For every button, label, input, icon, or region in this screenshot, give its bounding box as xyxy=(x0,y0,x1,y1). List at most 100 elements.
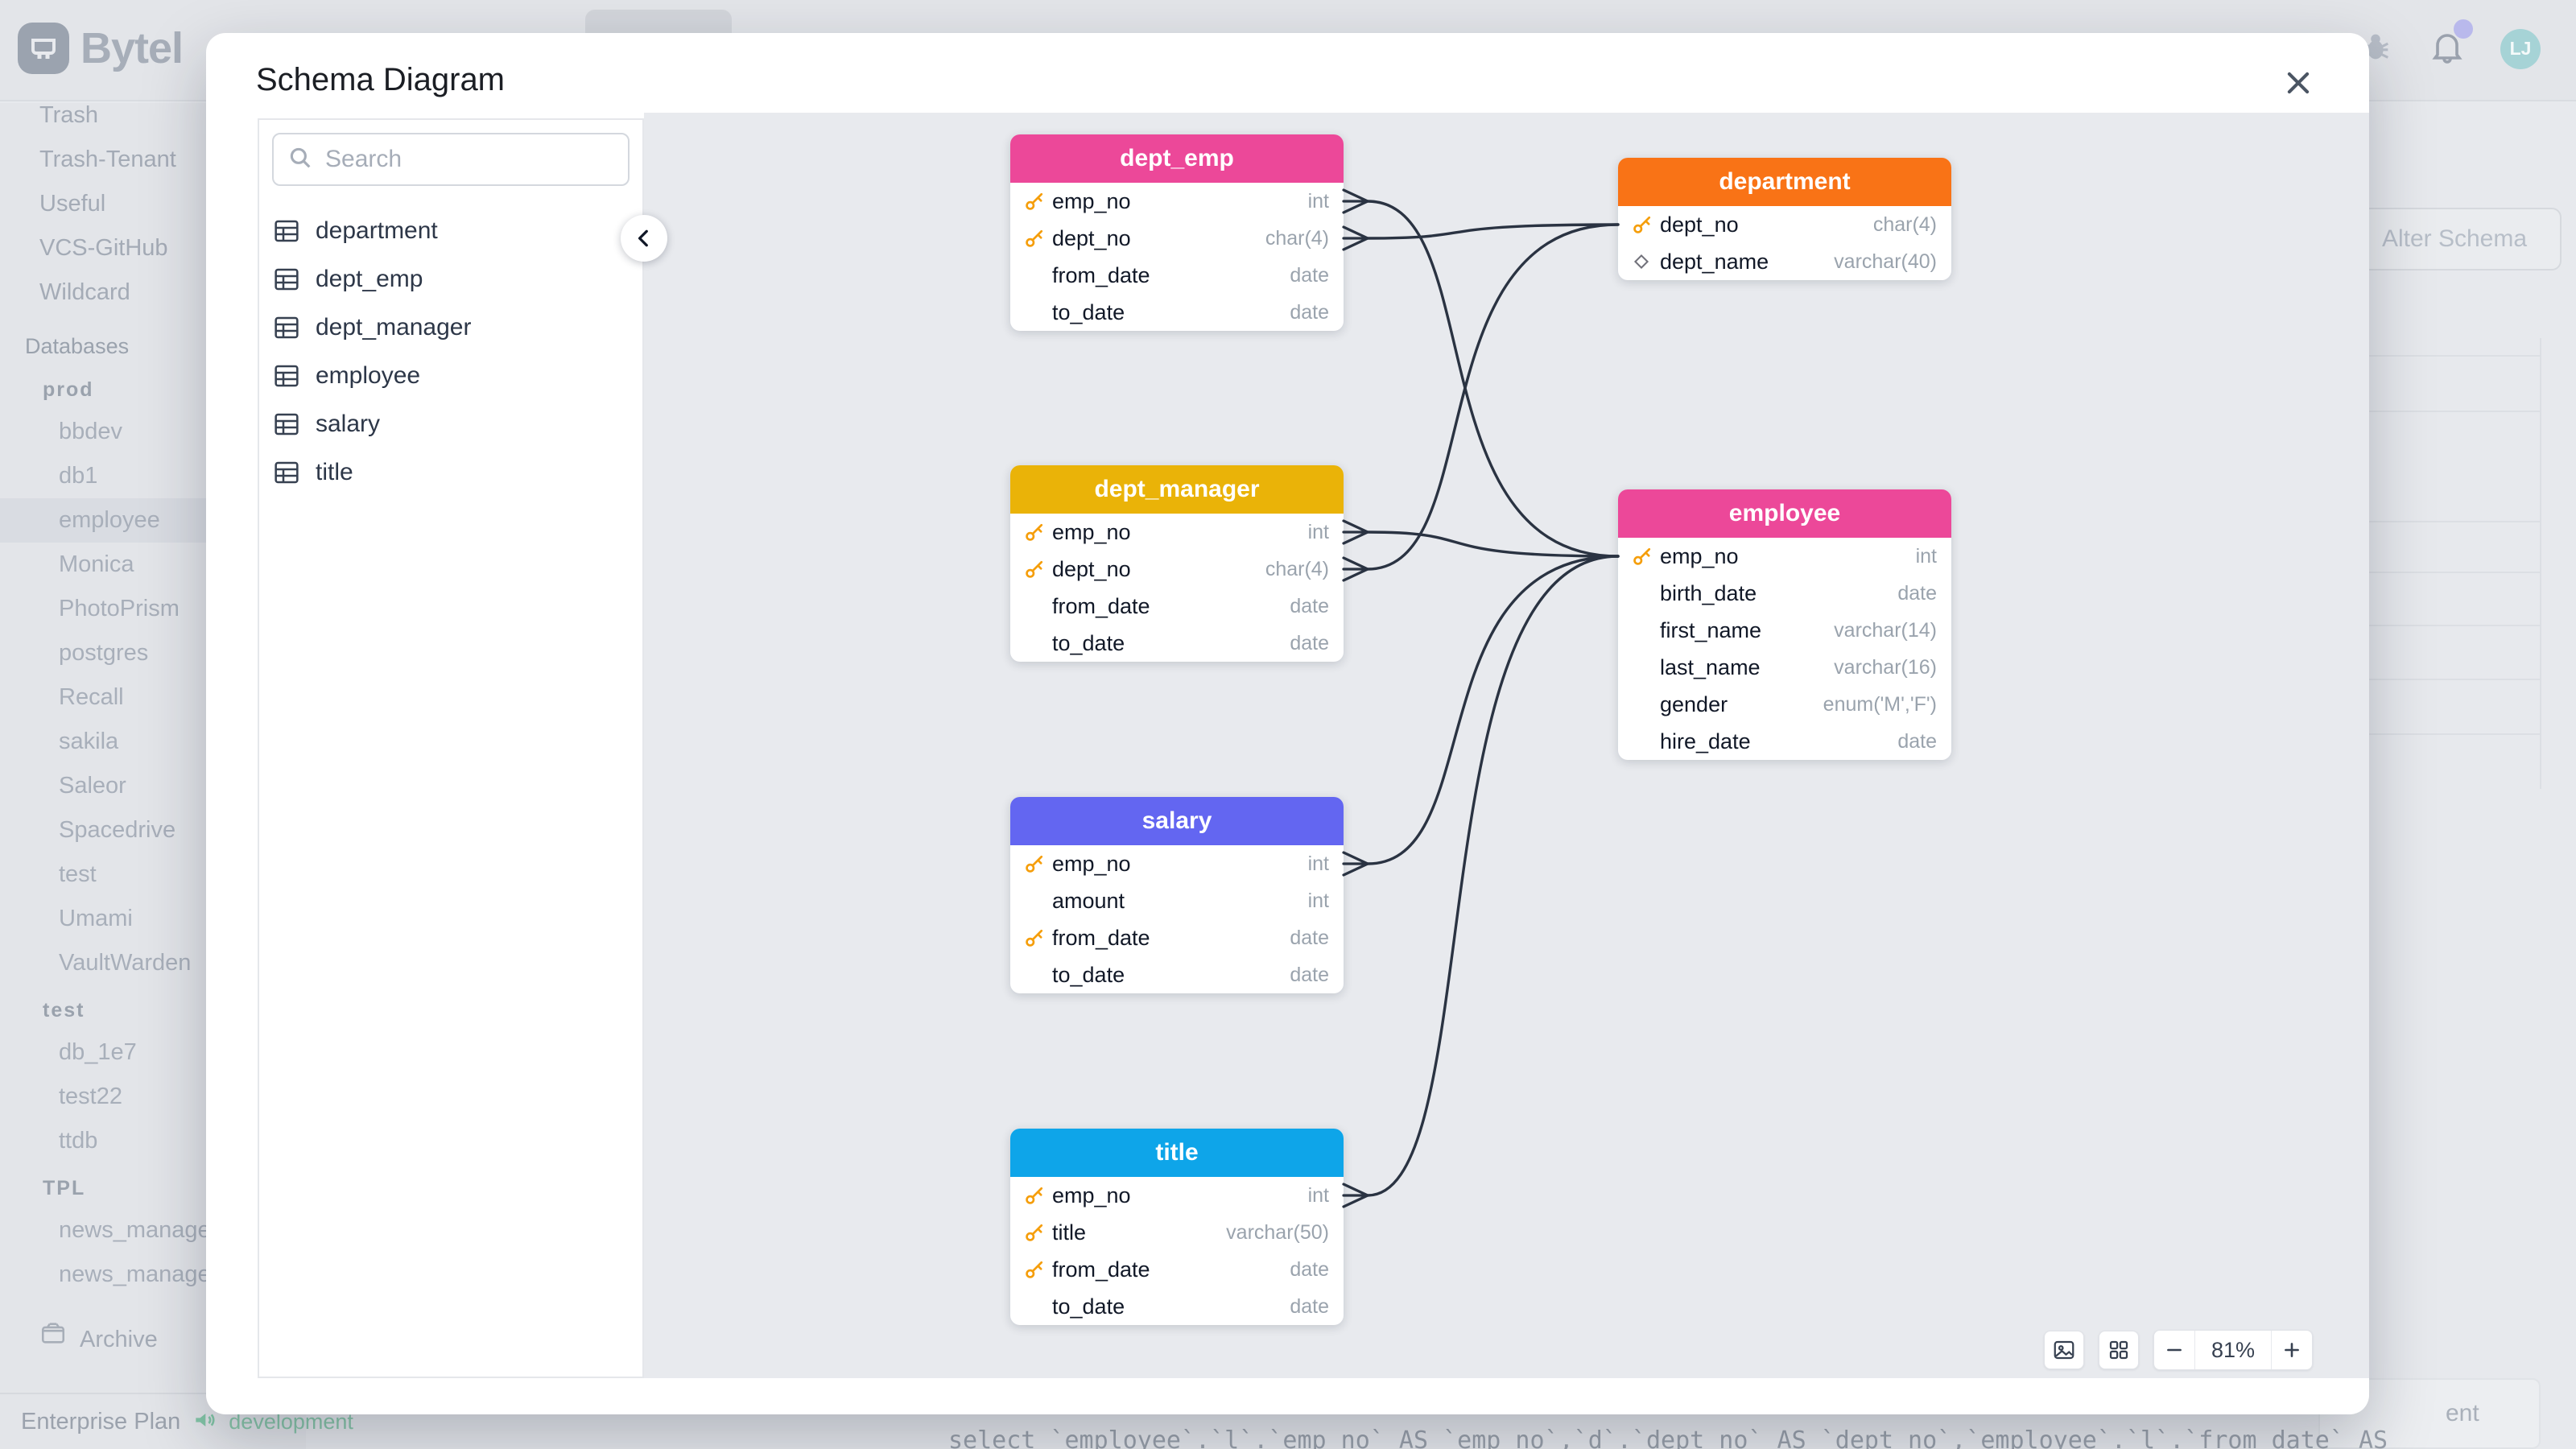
table-icon xyxy=(274,364,303,388)
zoom-in-button[interactable] xyxy=(2272,1331,2312,1369)
primary-key-icon xyxy=(1023,1258,1052,1281)
sidebar-item-vcs-github[interactable]: VCS-GitHub xyxy=(39,235,168,261)
column-name: last_name xyxy=(1660,654,1761,679)
column-name: title xyxy=(1052,1220,1087,1245)
column-type: date xyxy=(1897,581,1937,605)
search-icon xyxy=(287,144,314,175)
notifications-bell-icon[interactable] xyxy=(2428,19,2473,70)
column-name: from_date xyxy=(1052,1257,1150,1282)
column-name: to_date xyxy=(1052,1294,1125,1319)
sidebar-database-ttdb[interactable]: ttdb xyxy=(59,1128,98,1154)
sidebar-database-umami[interactable]: Umami xyxy=(59,906,133,931)
sidebar-database-db_1e7[interactable]: db_1e7 xyxy=(59,1039,137,1065)
sidebar-database-photoprism[interactable]: PhotoPrism xyxy=(59,596,180,621)
column-type: char(4) xyxy=(1872,213,1937,236)
entity-header: employee xyxy=(1618,489,1951,538)
table-list-item-title[interactable]: title xyxy=(259,448,642,497)
column-row-employee-hire_date: hire_date date xyxy=(1618,723,1951,760)
close-icon[interactable] xyxy=(2281,65,2316,101)
zoom-level-label: 81% xyxy=(2194,1331,2272,1369)
column-type: varchar(40) xyxy=(1834,250,1937,273)
modal-title: Schema Diagram xyxy=(256,62,506,97)
sidebar-database-news_manage[interactable]: news_manage xyxy=(59,1217,211,1243)
column-row-dept_manager-emp_no: emp_no int xyxy=(1010,514,1344,551)
table-list-item-dept_manager[interactable]: dept_manager xyxy=(259,303,642,352)
sidebar-database-sakila[interactable]: sakila xyxy=(59,729,119,754)
column-name: emp_no xyxy=(1052,851,1131,876)
primary-key-icon xyxy=(1023,190,1052,213)
sidebar-database-db1[interactable]: db1 xyxy=(59,463,98,489)
table-list-item-employee[interactable]: employee xyxy=(259,352,642,400)
table-list-item-department[interactable]: department xyxy=(259,207,642,255)
sidebar-database-postgres[interactable]: postgres xyxy=(59,640,149,666)
column-type: int xyxy=(1307,520,1329,543)
sidebar-database-test[interactable]: test xyxy=(59,861,97,887)
primary-key-icon xyxy=(1023,852,1052,875)
sidebar-database-monica[interactable]: Monica xyxy=(59,551,134,577)
table-list-item-salary[interactable]: salary xyxy=(259,400,642,448)
sidebar-item-wildcard[interactable]: Wildcard xyxy=(39,279,130,305)
export-image-button[interactable] xyxy=(2044,1331,2084,1369)
user-avatar[interactable]: LJ xyxy=(2500,28,2541,69)
sidebar-group-tpl: TPL xyxy=(43,1177,86,1199)
column-name: emp_no xyxy=(1052,519,1131,544)
sidebar-database-vaultwarden[interactable]: VaultWarden xyxy=(59,950,192,976)
sidebar-item-trash-tenant[interactable]: Trash-Tenant xyxy=(39,147,176,172)
sidebar-item-trash[interactable]: Trash xyxy=(39,102,99,128)
speaker-icon xyxy=(192,1407,217,1437)
plan-label: Enterprise Plan xyxy=(21,1408,181,1435)
entity-header: department xyxy=(1618,158,1951,206)
background-table-rows xyxy=(2369,338,2541,789)
column-name: to_date xyxy=(1052,299,1125,324)
table-list-item-dept_emp[interactable]: dept_emp xyxy=(259,255,642,303)
sidebar-database-spacedrive[interactable]: Spacedrive xyxy=(59,817,176,843)
sidebar-item-archive[interactable]: Archive xyxy=(0,1318,306,1362)
sidebar-group-prod: prod xyxy=(43,378,94,401)
auto-layout-button[interactable] xyxy=(2099,1331,2139,1369)
app-logo[interactable]: Bytel xyxy=(18,23,184,74)
sidebar-item-useful[interactable]: Useful xyxy=(39,191,106,217)
entity-header: salary xyxy=(1010,797,1344,845)
sidebar-database-recall[interactable]: Recall xyxy=(59,684,124,710)
unique-index-icon xyxy=(1631,251,1660,272)
table-icon xyxy=(274,219,303,243)
column-name: from_date xyxy=(1052,925,1150,950)
collapse-panel-button[interactable] xyxy=(621,215,667,262)
primary-key-icon xyxy=(1631,213,1660,236)
entity-header: title xyxy=(1010,1129,1344,1177)
alter-schema-button[interactable]: Alter Schema xyxy=(2347,208,2562,270)
sidebar-database-news_manage[interactable]: news_manage xyxy=(59,1261,211,1287)
sidebar-database-test22[interactable]: test22 xyxy=(59,1084,122,1109)
sidebar-database-saleor[interactable]: Saleor xyxy=(59,773,126,799)
column-name: dept_no xyxy=(1052,556,1131,581)
column-type: date xyxy=(1897,729,1937,753)
primary-key-icon xyxy=(1023,1221,1052,1244)
search-box[interactable] xyxy=(272,133,636,186)
search-input[interactable] xyxy=(325,146,636,173)
column-type: varchar(14) xyxy=(1834,618,1937,642)
sidebar-group-test: test xyxy=(43,999,85,1022)
column-name: to_date xyxy=(1052,962,1125,987)
column-name: dept_no xyxy=(1052,225,1131,250)
sidebar-database-bbdev[interactable]: bbdev xyxy=(59,419,123,444)
table-list-label: department xyxy=(316,217,438,244)
column-type: int xyxy=(1307,1183,1329,1207)
table-list-panel: department dept_empdept_manageremployeesa… xyxy=(258,118,644,1378)
column-name: hire_date xyxy=(1660,729,1751,753)
zoom-out-button[interactable] xyxy=(2154,1331,2194,1369)
column-type: varchar(50) xyxy=(1226,1220,1329,1244)
